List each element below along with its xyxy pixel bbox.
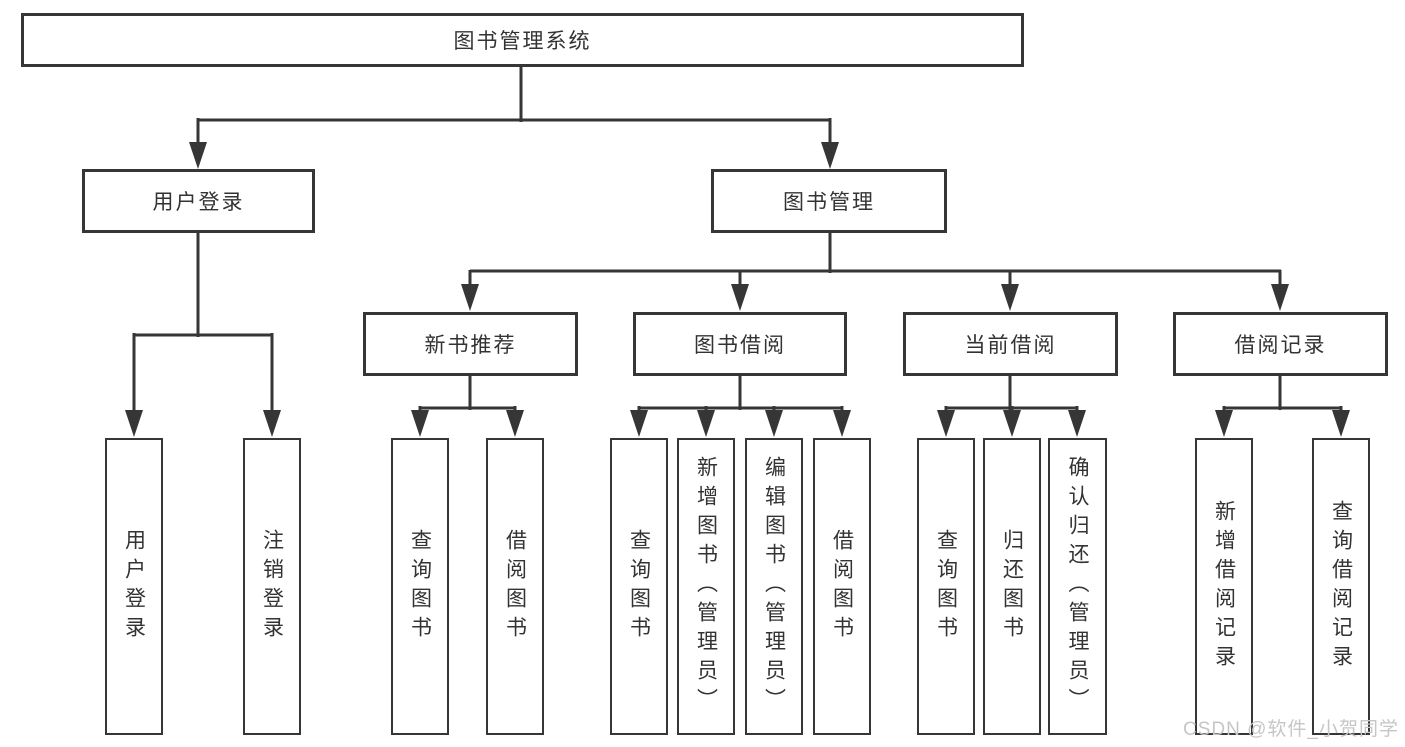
leaf-confirm-return-admin-label: 确认归还（管理员）	[1066, 456, 1089, 717]
leaf-query-books-recommend: 查询图书	[391, 438, 449, 735]
node-new-book-recommend: 新书推荐	[363, 312, 578, 376]
node-borrow-records: 借阅记录	[1173, 312, 1388, 376]
arrow-down-icon	[937, 410, 955, 437]
leaf-query-books-recommend-label: 查询图书	[408, 528, 432, 645]
node-book-borrow: 图书借阅	[633, 312, 847, 376]
arrow-down-icon	[630, 410, 648, 437]
node-user-login: 用户登录	[82, 169, 315, 233]
connector-bookmgmt-to-level3	[468, 233, 1282, 288]
leaf-borrow-books-label: 借阅图书	[830, 528, 854, 645]
arrow-down-icon	[189, 142, 207, 169]
leaf-query-borrow-record-label: 查询借阅记录	[1329, 499, 1353, 674]
leaf-borrow-books: 借阅图书	[813, 438, 871, 735]
node-book-management-label: 图书管理	[783, 191, 875, 214]
arrow-down-icon	[506, 410, 524, 437]
leaf-add-books-admin: 新增图书（管理员）	[677, 438, 735, 735]
arrow-down-icon	[1215, 410, 1233, 437]
leaf-query-books-borrow: 查询图书	[610, 438, 668, 735]
arrow-down-icon	[1068, 410, 1086, 437]
leaf-add-books-admin-label: 新增图书（管理员）	[694, 456, 718, 717]
leaf-return-books: 归还图书	[983, 438, 1041, 735]
node-library-system: 图书管理系统	[21, 13, 1024, 67]
arrow-down-icon	[1271, 284, 1289, 311]
node-user-login-label: 用户登录	[152, 191, 245, 214]
leaf-logout-label: 注销登录	[260, 528, 284, 645]
arrow-down-icon	[833, 410, 851, 437]
leaf-return-books-label: 归还图书	[1000, 528, 1024, 645]
connector-currentborrow-children	[944, 376, 1079, 414]
node-library-system-label: 图书管理系统	[453, 30, 592, 53]
arrow-down-icon	[411, 410, 429, 437]
leaf-borrow-books-recommend: 借阅图书	[486, 438, 544, 735]
leaf-logout: 注销登录	[243, 438, 301, 735]
node-book-borrow-label: 图书借阅	[694, 334, 786, 357]
arrow-down-icon	[1003, 410, 1021, 437]
leaf-confirm-return-admin: 确认归还（管理员）	[1048, 438, 1107, 735]
node-current-borrow-label: 当前借阅	[964, 334, 1057, 357]
leaf-edit-books-admin-label: 编辑图书（管理员）	[762, 456, 786, 717]
leaf-query-books-borrow-label: 查询图书	[627, 528, 651, 645]
node-new-book-recommend-label: 新书推荐	[424, 334, 517, 357]
arrow-down-icon	[1332, 410, 1350, 437]
connector-newbook-children	[418, 376, 517, 414]
leaf-user-login: 用户登录	[105, 438, 163, 735]
connector-userlogin-children	[132, 233, 274, 415]
arrow-down-icon	[125, 410, 143, 437]
arrow-down-icon	[697, 410, 715, 437]
arrow-down-icon	[1001, 284, 1019, 311]
connector-bookborrow-children	[637, 376, 844, 414]
connector-root-to-level2	[196, 67, 832, 143]
arrow-down-icon	[765, 410, 783, 437]
leaf-add-borrow-record-label: 新增借阅记录	[1212, 499, 1236, 674]
leaf-add-borrow-record: 新增借阅记录	[1195, 438, 1253, 735]
leaf-user-login-label: 用户登录	[122, 528, 146, 645]
leaf-query-borrow-record: 查询借阅记录	[1312, 438, 1370, 735]
csdn-watermark: CSDN @软件_小贺同学	[1183, 719, 1399, 740]
arrow-down-icon	[731, 284, 749, 311]
node-borrow-records-label: 借阅记录	[1234, 334, 1327, 357]
leaf-borrow-books-recommend-label: 借阅图书	[503, 528, 527, 645]
node-current-borrow: 当前借阅	[903, 312, 1118, 376]
leaf-query-books-current-label: 查询图书	[934, 528, 958, 645]
arrow-down-icon	[821, 142, 839, 169]
arrow-down-icon	[263, 410, 281, 437]
node-book-management: 图书管理	[711, 169, 947, 233]
connector-borrowrecord-children	[1222, 376, 1343, 414]
arrow-down-icon	[461, 284, 479, 311]
leaf-edit-books-admin: 编辑图书（管理员）	[745, 438, 803, 735]
leaf-query-books-current: 查询图书	[917, 438, 975, 735]
